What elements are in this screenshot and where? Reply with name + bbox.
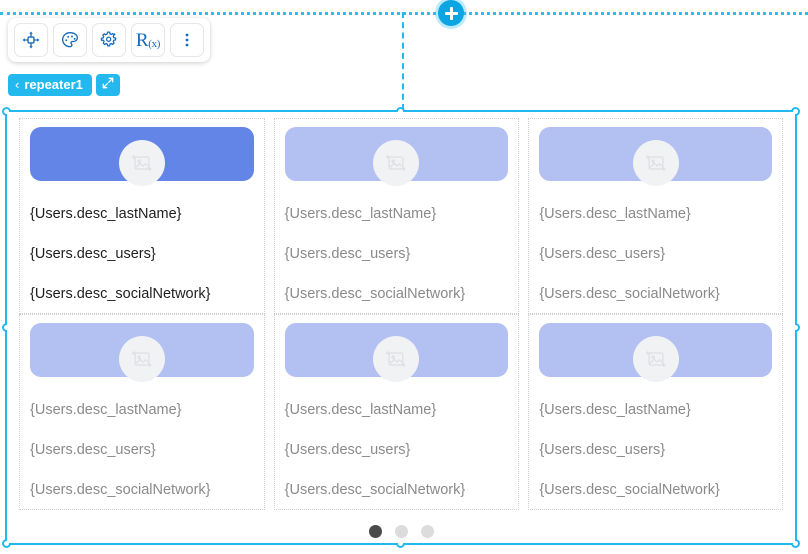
component-name-badge[interactable]: ‹ repeater1 [8,74,92,96]
card-field: {Users.desc_socialNetwork} [539,481,720,498]
card-field: {Users.desc_socialNetwork} [30,285,211,302]
card-banner[interactable] [284,322,509,382]
image-placeholder-icon [131,152,153,174]
more-options-button[interactable] [170,23,204,57]
settings-button[interactable] [92,23,126,57]
resize-handle-bottom-right[interactable] [791,539,800,548]
card-banner[interactable] [539,322,772,382]
repeater-item[interactable]: {Users.desc_lastName} {Users.desc_users}… [273,118,520,314]
repeater-grid: {Users.desc_lastName} {Users.desc_users}… [7,112,795,510]
card-fields: {Users.desc_lastName} {Users.desc_users}… [30,181,254,303]
image-placeholder-icon [385,348,407,370]
card-field: {Users.desc_users} [30,441,156,458]
card-field: {Users.desc_lastName} [284,206,437,222]
card-field: {Users.desc_users} [539,245,666,262]
move-resize-button[interactable] [14,23,48,57]
badge-resize-handle[interactable] [95,74,120,96]
repeater-item[interactable]: {Users.desc_lastName} {Users.desc_users}… [19,118,265,314]
pagination-dot-2[interactable] [394,525,408,539]
card-field: {Users.desc_users} [30,245,156,262]
image-placeholder-icon [645,348,667,370]
card-fields: {Users.desc_lastName} {Users.desc_users}… [30,377,254,499]
image-placeholder-icon [645,152,667,174]
plus-icon-vertical [449,6,453,20]
repeater-item[interactable]: {Users.desc_lastName} {Users.desc_users}… [528,313,783,510]
avatar[interactable] [118,335,165,382]
avatar[interactable] [373,140,420,186]
card-field: {Users.desc_users} [284,441,411,458]
card-field: {Users.desc_lastName} [539,401,691,418]
resize-handle-top-left[interactable] [2,107,11,116]
repeater-item[interactable]: {Users.desc_lastName} {Users.desc_users}… [273,313,520,510]
card-field: {Users.desc_socialNetwork} [284,481,466,498]
component-toolbar: R(x) [8,18,210,62]
card-fields: {Users.desc_lastName} {Users.desc_users}… [285,181,509,303]
kebab-menu-icon [178,31,196,49]
diagonal-resize-icon [101,76,115,95]
avatar[interactable] [373,335,420,382]
avatar[interactable] [632,140,679,186]
move-arrows-icon [21,30,41,50]
card-banner[interactable] [284,127,509,186]
component-badge-row: ‹ repeater1 [8,74,120,96]
card-fields: {Users.desc_lastName} {Users.desc_users}… [285,377,509,499]
image-placeholder-icon [131,348,153,370]
add-component-button[interactable] [438,0,464,26]
card-field: {Users.desc_lastName} [30,401,182,418]
alignment-guide-vertical [402,12,404,110]
card-field: {Users.desc_socialNetwork} [30,481,211,498]
avatar[interactable] [632,335,679,382]
card-field: {Users.desc_lastName} [30,206,182,222]
card-field: {Users.desc_users} [539,441,666,458]
alignment-guide-horizontal [0,12,808,15]
pagination-dot-3[interactable] [420,525,434,539]
rx-formula-icon: R(x) [135,29,161,51]
palette-icon [60,30,80,50]
formula-button[interactable]: R(x) [131,23,165,57]
resize-handle-bottom-left[interactable] [2,539,11,548]
style-button[interactable] [53,23,87,57]
repeater-item[interactable]: {Users.desc_lastName} {Users.desc_users}… [528,118,783,314]
gear-sparkle-icon [99,30,119,50]
card-field: {Users.desc_socialNetwork} [284,285,466,302]
component-name-label: repeater1 [24,77,83,92]
avatar[interactable] [118,140,165,186]
pagination-dots [7,510,795,554]
card-field: {Users.desc_lastName} [284,401,437,418]
card-field: {Users.desc_lastName} [539,206,691,222]
pagination-dot-1[interactable] [368,525,382,539]
card-field: {Users.desc_socialNetwork} [539,285,720,302]
card-fields: {Users.desc_lastName} {Users.desc_users}… [539,181,772,303]
resize-handle-top-right[interactable] [791,107,800,116]
card-banner[interactable] [30,322,254,382]
image-placeholder-icon [385,152,407,174]
repeater-item[interactable]: {Users.desc_lastName} {Users.desc_users}… [19,313,265,510]
card-field: {Users.desc_users} [284,245,411,262]
chevron-left-icon: ‹ [15,77,20,92]
card-banner[interactable] [539,127,772,186]
card-fields: {Users.desc_lastName} {Users.desc_users}… [539,377,772,499]
repeater-component[interactable]: {Users.desc_lastName} {Users.desc_users}… [7,112,795,543]
card-banner[interactable] [30,127,254,186]
